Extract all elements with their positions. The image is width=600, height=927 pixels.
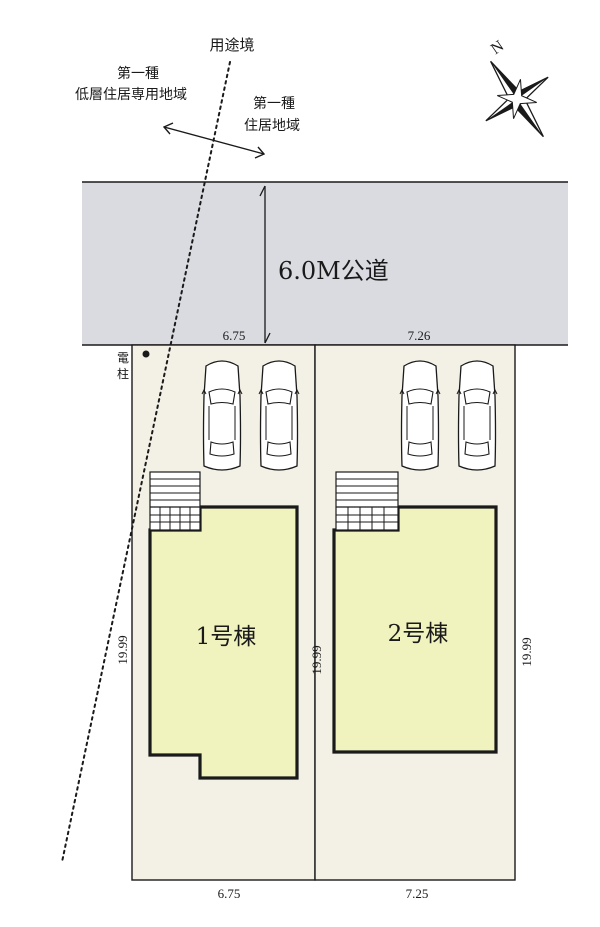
lot-2-rear: 7.25 <box>406 886 429 901</box>
zoning-boundary-line <box>61 61 231 863</box>
public-road <box>82 182 568 345</box>
lot-1-rear: 6.75 <box>218 886 241 901</box>
lot-1-left-depth: 19.99 <box>115 635 130 664</box>
lot-2-right-depth: 19.99 <box>519 637 534 666</box>
utility-pole-marker <box>142 350 150 358</box>
road-width-arrow-top <box>259 185 266 197</box>
left-zone-label-2: 低層住居専用地域 <box>75 87 187 103</box>
parking-car-1b <box>258 360 300 471</box>
entrance-steps-2 <box>335 471 399 531</box>
left-zone-label-1: 第一種 <box>117 65 159 82</box>
lot-1-frontage: 6.75 <box>223 328 246 343</box>
lot-1-right-depth: 19.99 <box>309 645 324 674</box>
right-zone-label-2: 住居地域 <box>244 118 300 134</box>
utility-pole-label-2: 柱 <box>117 366 129 381</box>
parking-car-2b <box>456 360 498 471</box>
compass-rose-icon <box>485 60 549 138</box>
parking-car-1a <box>201 360 243 471</box>
road-width-arrow-bottom <box>264 332 271 344</box>
building-2-label: 2号棟 <box>388 621 449 647</box>
lot-2-frontage: 7.26 <box>408 328 431 343</box>
utility-pole-label-1: 電 <box>117 351 129 365</box>
compass-north-label: N <box>488 37 508 58</box>
zoning-double-arrow <box>162 122 266 159</box>
entrance-steps-1 <box>149 471 201 531</box>
zoning-boundary-label: 用途境 <box>209 36 254 54</box>
road-label: 6.0M公道 <box>278 257 389 285</box>
right-zone-label-1: 第一種 <box>253 95 295 112</box>
parking-car-2a <box>399 360 441 471</box>
building-1-label: 1号棟 <box>196 624 257 650</box>
